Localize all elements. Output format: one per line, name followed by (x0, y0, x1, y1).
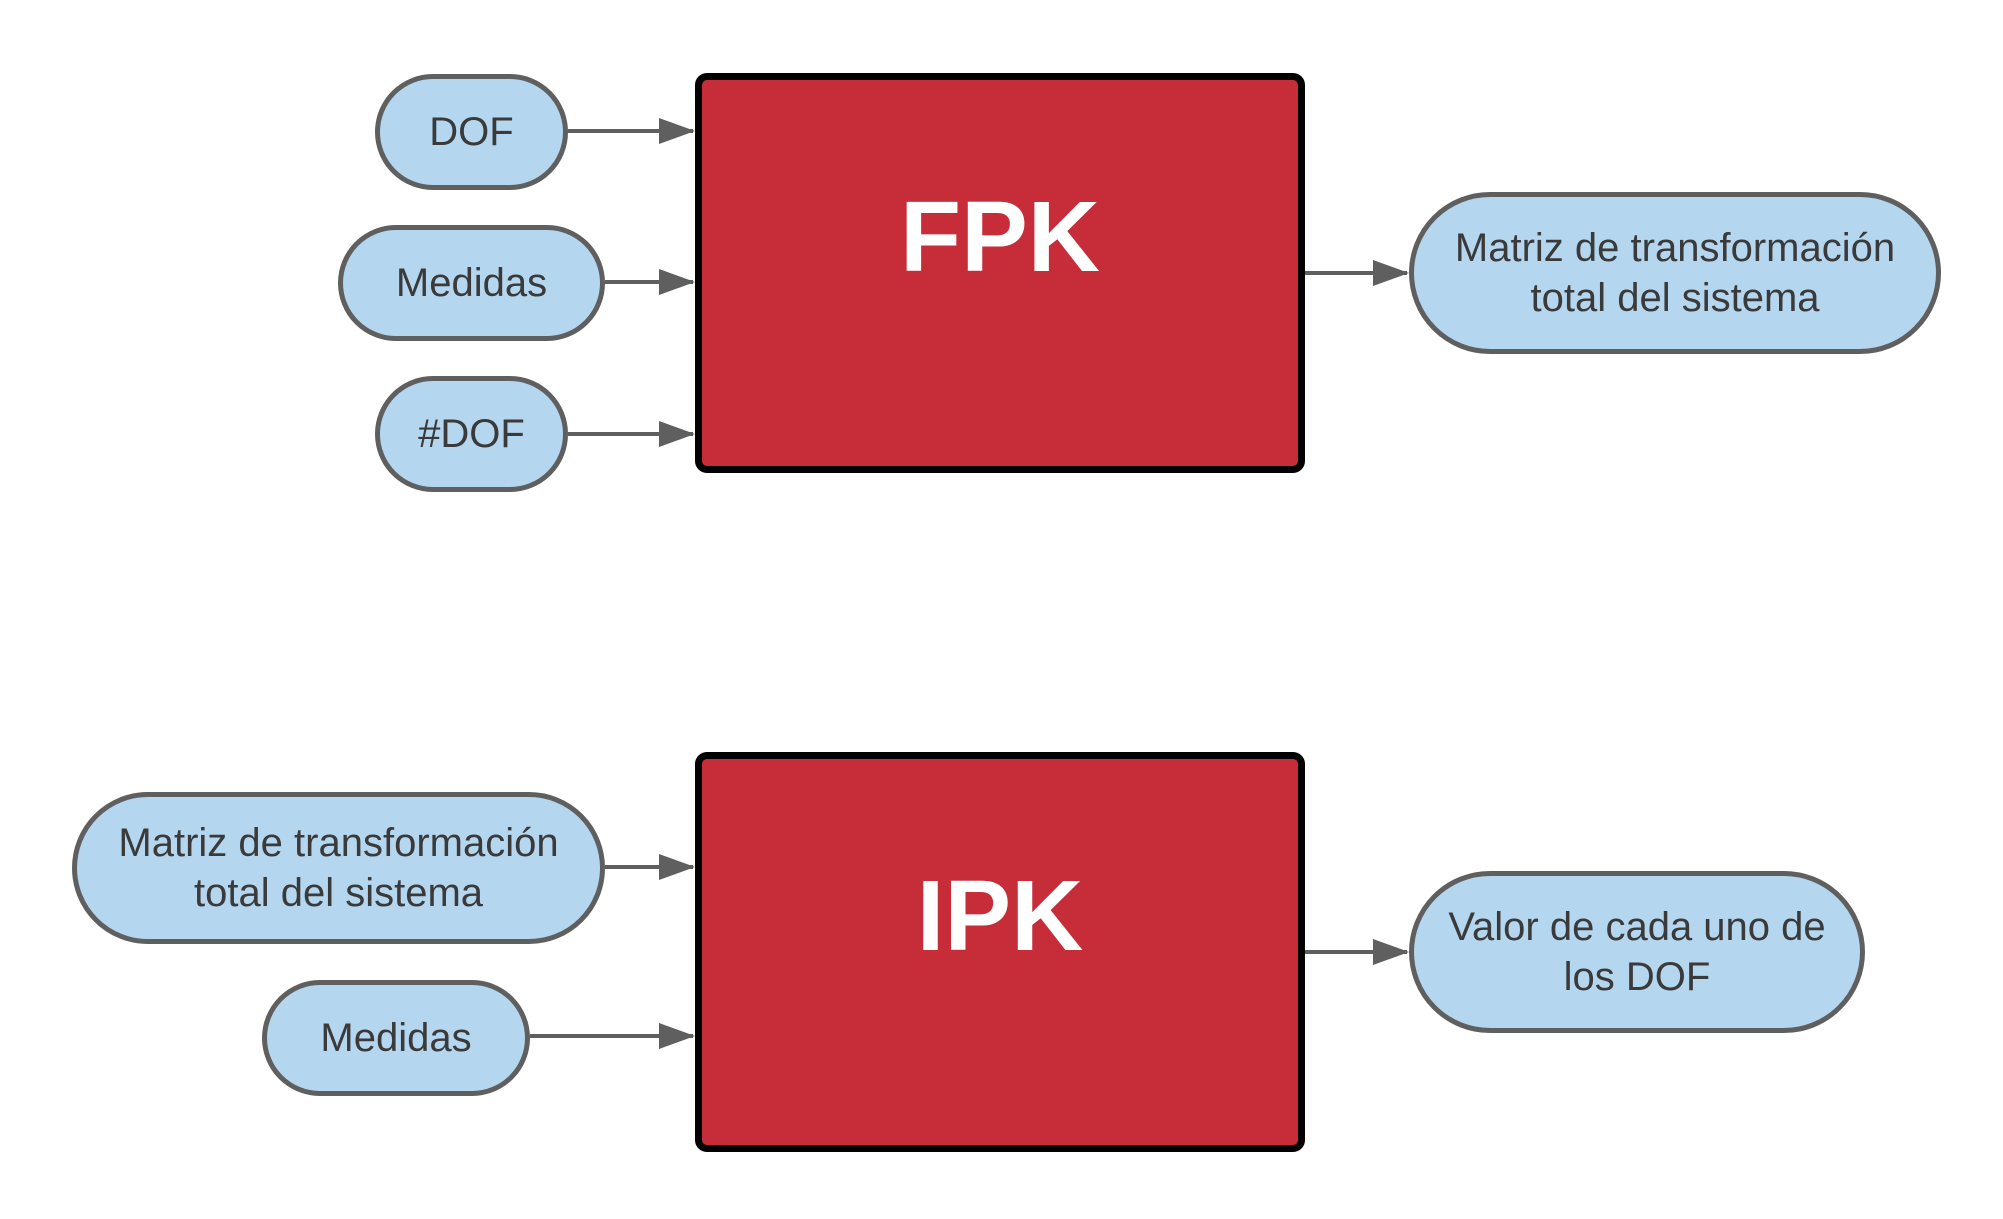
output-dof-values: Valor de cada uno de los DOF (1409, 871, 1865, 1033)
input-num-dof: #DOF (375, 376, 568, 492)
input-transformation-matrix: Matriz de transformación total del siste… (72, 792, 605, 944)
input-medidas: Medidas (338, 225, 605, 341)
input-num-dof-label: #DOF (418, 412, 525, 456)
output-transformation-matrix-label: Matriz de transformación total del siste… (1454, 226, 1896, 320)
ipk-block: IPK (695, 752, 1305, 1152)
fpk-block: FPK (695, 73, 1305, 473)
ipk-label: IPK (916, 860, 1084, 972)
fpk-label: FPK (900, 181, 1100, 293)
input-dof: DOF (375, 74, 568, 190)
input-medidas-label: Medidas (395, 261, 548, 305)
input-transformation-matrix-label: Matriz de transformación total del siste… (118, 821, 559, 915)
input-medidas-ipk: Medidas (262, 980, 530, 1096)
input-dof-label: DOF (429, 110, 514, 154)
input-medidas-ipk-label: Medidas (320, 1016, 472, 1060)
output-dof-values-label: Valor de cada uno de los DOF (1448, 905, 1826, 999)
output-transformation-matrix: Matriz de transformación total del siste… (1409, 192, 1941, 354)
